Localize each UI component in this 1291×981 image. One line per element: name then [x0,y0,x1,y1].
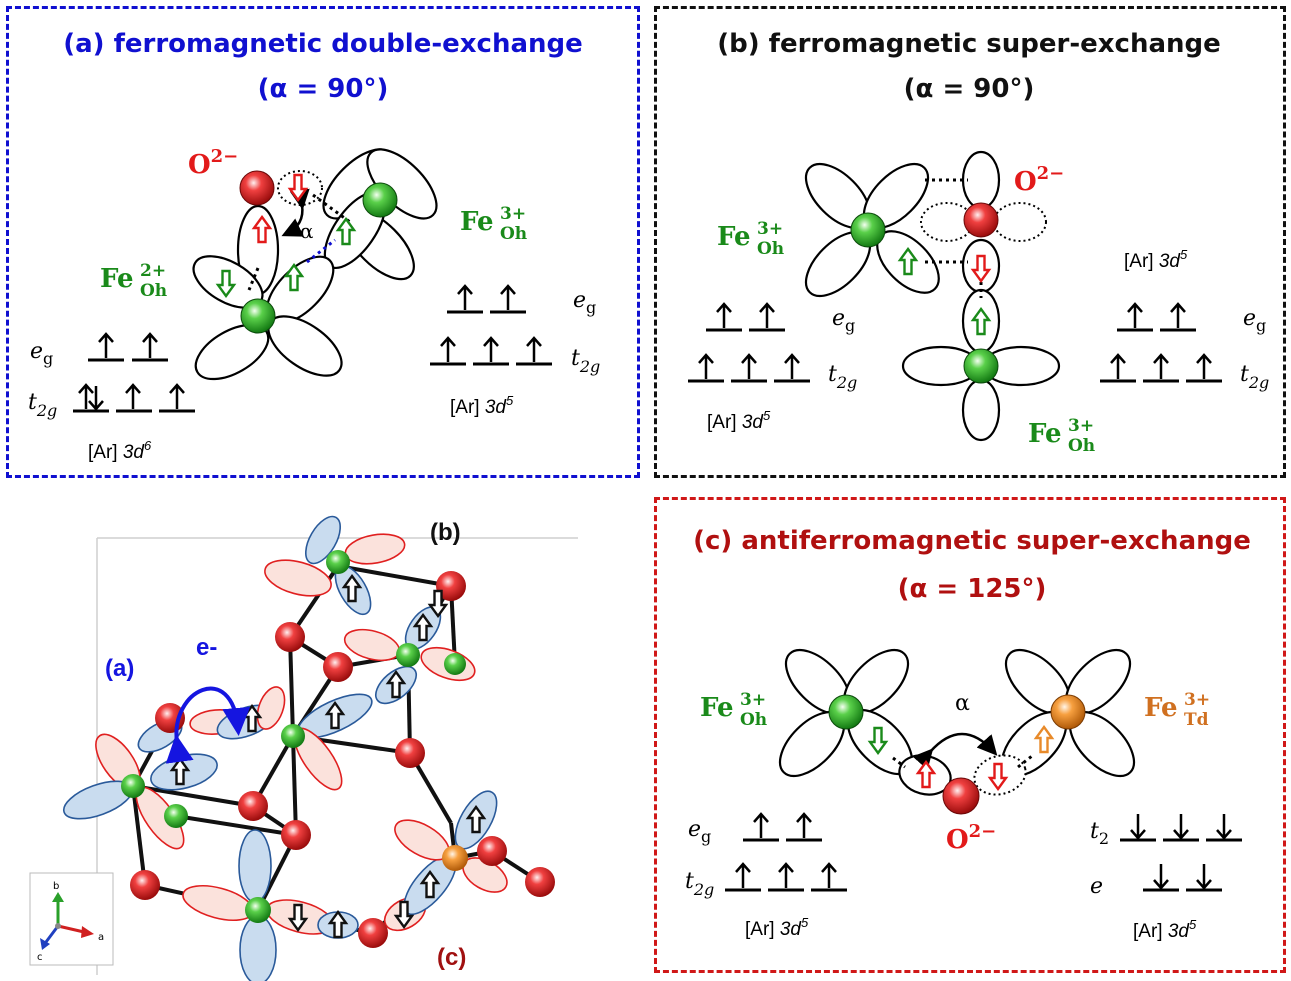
fe-left-level-diagram: eg t2g [Ar] 3d6 [28,332,195,463]
panel-c-frame [654,497,1286,973]
oxygen-atom [239,170,275,206]
fe-left-charge: 2+ [140,261,166,281]
fe-right-site: Td [1184,710,1209,730]
fe-left-charge: 3+ [740,690,766,710]
fe-left-atom [240,298,276,334]
angle-symbol: α [300,219,314,243]
site-label-a: (a) [105,655,134,682]
eg-label: eg [573,288,596,317]
fe-right-level-diagram: [Ar] 3d5 eg t2g [1100,247,1269,392]
config-right: [Ar] 3d5 [1133,917,1197,942]
oxygen-atom [963,202,999,238]
fe-left-charge: 3+ [757,219,783,239]
fe-right-atom [362,182,398,218]
fe-right-label: Fe [460,207,494,237]
panel-c-title: (c) antiferromagnetic super-exchange [693,526,1251,556]
panel-b-angle: (α = 90°) [904,74,1035,104]
oxygen-label: O2− [1014,163,1064,197]
panel-b-diagram: (b) ferromagnetic super-exchange (α = 90… [688,29,1269,456]
fe-left-atom [828,694,864,730]
config-left: [Ar] 3d6 [88,438,152,463]
axis-b-label: b [53,881,59,892]
fe-right-label: Fe [1144,693,1178,723]
fe-left-label: Fe [100,264,134,294]
fe-bottom-label: Fe [1028,419,1062,449]
panel-b-title: (b) ferromagnetic super-exchange [717,29,1221,59]
fe-right-level-diagram: eg t2g [Ar] 3d5 [430,284,600,418]
axis-c-label: c [37,952,43,963]
e-label: e [1090,874,1103,899]
fe-bottom-charge: 3+ [1068,416,1094,436]
panel-a-title: (a) ferromagnetic double-exchange [63,29,583,59]
fe-left-site: Oh [140,281,167,301]
fe-bottom-orbital [901,288,1061,442]
eg-label: eg [1243,306,1266,335]
panel-a-frame [6,6,640,478]
fe-right-charge: 3+ [500,204,526,224]
fe-right-site: Oh [500,224,527,244]
fe-right-atom [1050,694,1086,730]
oxygen-label: O2− [188,146,238,180]
t2g-label: t2g [685,869,714,899]
electron-hop-arrow [165,686,251,764]
t2-label: t2 [1090,819,1109,848]
orbital-lobes [62,515,508,981]
angle-arrow [281,188,310,237]
electron-label: e- [196,634,217,661]
t2g-label: t2g [571,346,600,376]
fe-left-orbital [778,648,914,778]
fe-left-site: Oh [740,710,767,730]
config-left: [Ar] 3d5 [707,408,771,433]
fe-atoms [121,550,468,923]
config-right: [Ar] 3d5 [1124,247,1188,272]
eg-label: eg [688,817,711,846]
fe-left-label: Fe [717,222,751,252]
panel-a-angle: (α = 90°) [258,74,389,104]
eg-label: eg [832,306,855,335]
fe-left-atom [850,212,886,248]
axis-triad: b a c [29,872,114,966]
panel-b-frame [654,6,1286,478]
fe-left-site: Oh [757,239,784,259]
spinel-structure: e- (a) (b) (c) b a c [29,515,578,981]
panel-a-diagram: (a) ferromagnetic double-exchange (α = 9… [28,29,600,463]
fe-right-charge: 3+ [1184,690,1210,710]
site-label-b: (b) [430,519,461,546]
fe-right-level-diagram: t2 e [Ar] 3d5 [1090,814,1242,942]
site-label-c: (c) [437,944,466,971]
fe-left-label: Fe [700,693,734,723]
config-left: [Ar] 3d5 [745,915,809,940]
oxygen-atom [942,777,980,815]
config-right: [Ar] 3d5 [450,393,514,418]
axis-a-label: a [98,932,104,943]
t2g-label: t2g [828,362,857,392]
t2g-label: t2g [1240,362,1269,392]
fe-bottom-atom [963,348,999,384]
t2g-label: t2g [28,390,57,420]
angle-symbol: α [955,691,970,716]
panel-c-angle: (α = 125°) [898,574,1047,604]
fe-left-orbital [192,204,343,381]
panel-c-diagram: (c) antiferromagnetic super-exchange (α … [685,526,1251,942]
fe-left-level-diagram: eg t2g [Ar] 3d5 [685,812,847,940]
eg-label: eg [30,339,53,368]
oxygen-label: O2− [946,821,996,855]
angle-arrow [912,732,998,770]
fe-bottom-site: Oh [1068,436,1095,456]
fe-left-level-diagram: eg t2g [Ar] 3d5 [688,302,857,433]
